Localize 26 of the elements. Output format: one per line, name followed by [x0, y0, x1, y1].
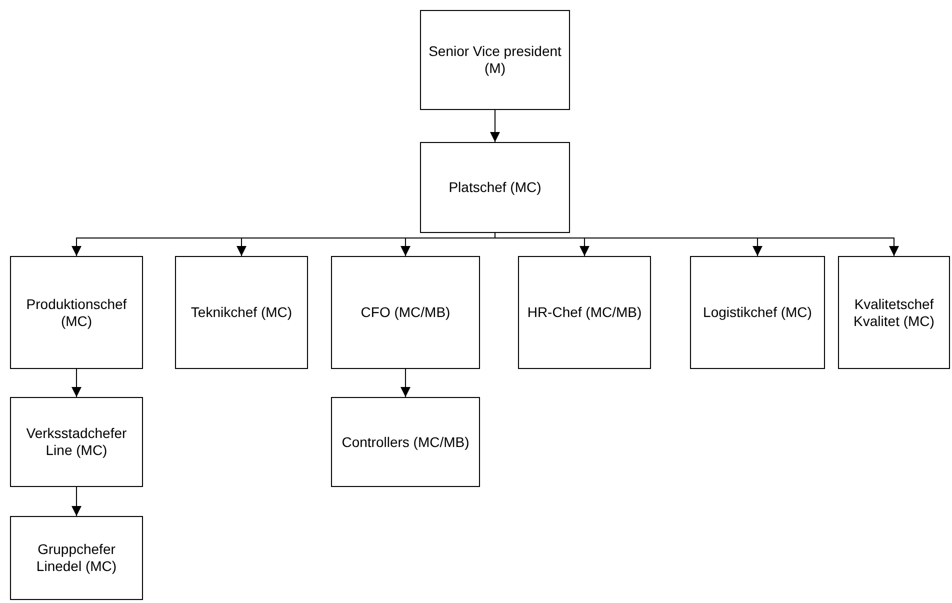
org-box [10, 516, 143, 600]
org-box [331, 397, 480, 487]
org-box [518, 256, 651, 369]
role-title: Senior Vice president (M) [428, 43, 562, 77]
role-title: Platschef (MC) [448, 179, 542, 196]
org-box [420, 10, 570, 110]
org-box [690, 256, 825, 369]
org-box [10, 397, 143, 487]
arrow [72, 368, 82, 398]
arrow [490, 110, 500, 142]
role-title: Teknikchef (MC) [190, 304, 292, 321]
role-title: Verksstadchefer Line (MC) [25, 425, 128, 459]
role-title: HR-Chef (MC/MB) [527, 304, 642, 321]
org-box [838, 256, 950, 369]
role-title: Kvalitetschef Kvalitet (MC) [852, 296, 936, 330]
role-title: Gruppchefer Linedel (MC) [35, 541, 118, 575]
role-title: CFO (MC/MB) [360, 304, 450, 321]
org-box [420, 142, 570, 233]
org-box [175, 256, 308, 369]
role-title: Controllers (MC/MB) [342, 434, 470, 450]
org-box [331, 256, 480, 369]
role-title: Produktionschef (MC) [25, 296, 128, 330]
arrow [72, 486, 82, 516]
org-box [10, 256, 143, 369]
role-title: Logistikchef (MC) [703, 304, 812, 321]
arrow [400, 368, 410, 398]
